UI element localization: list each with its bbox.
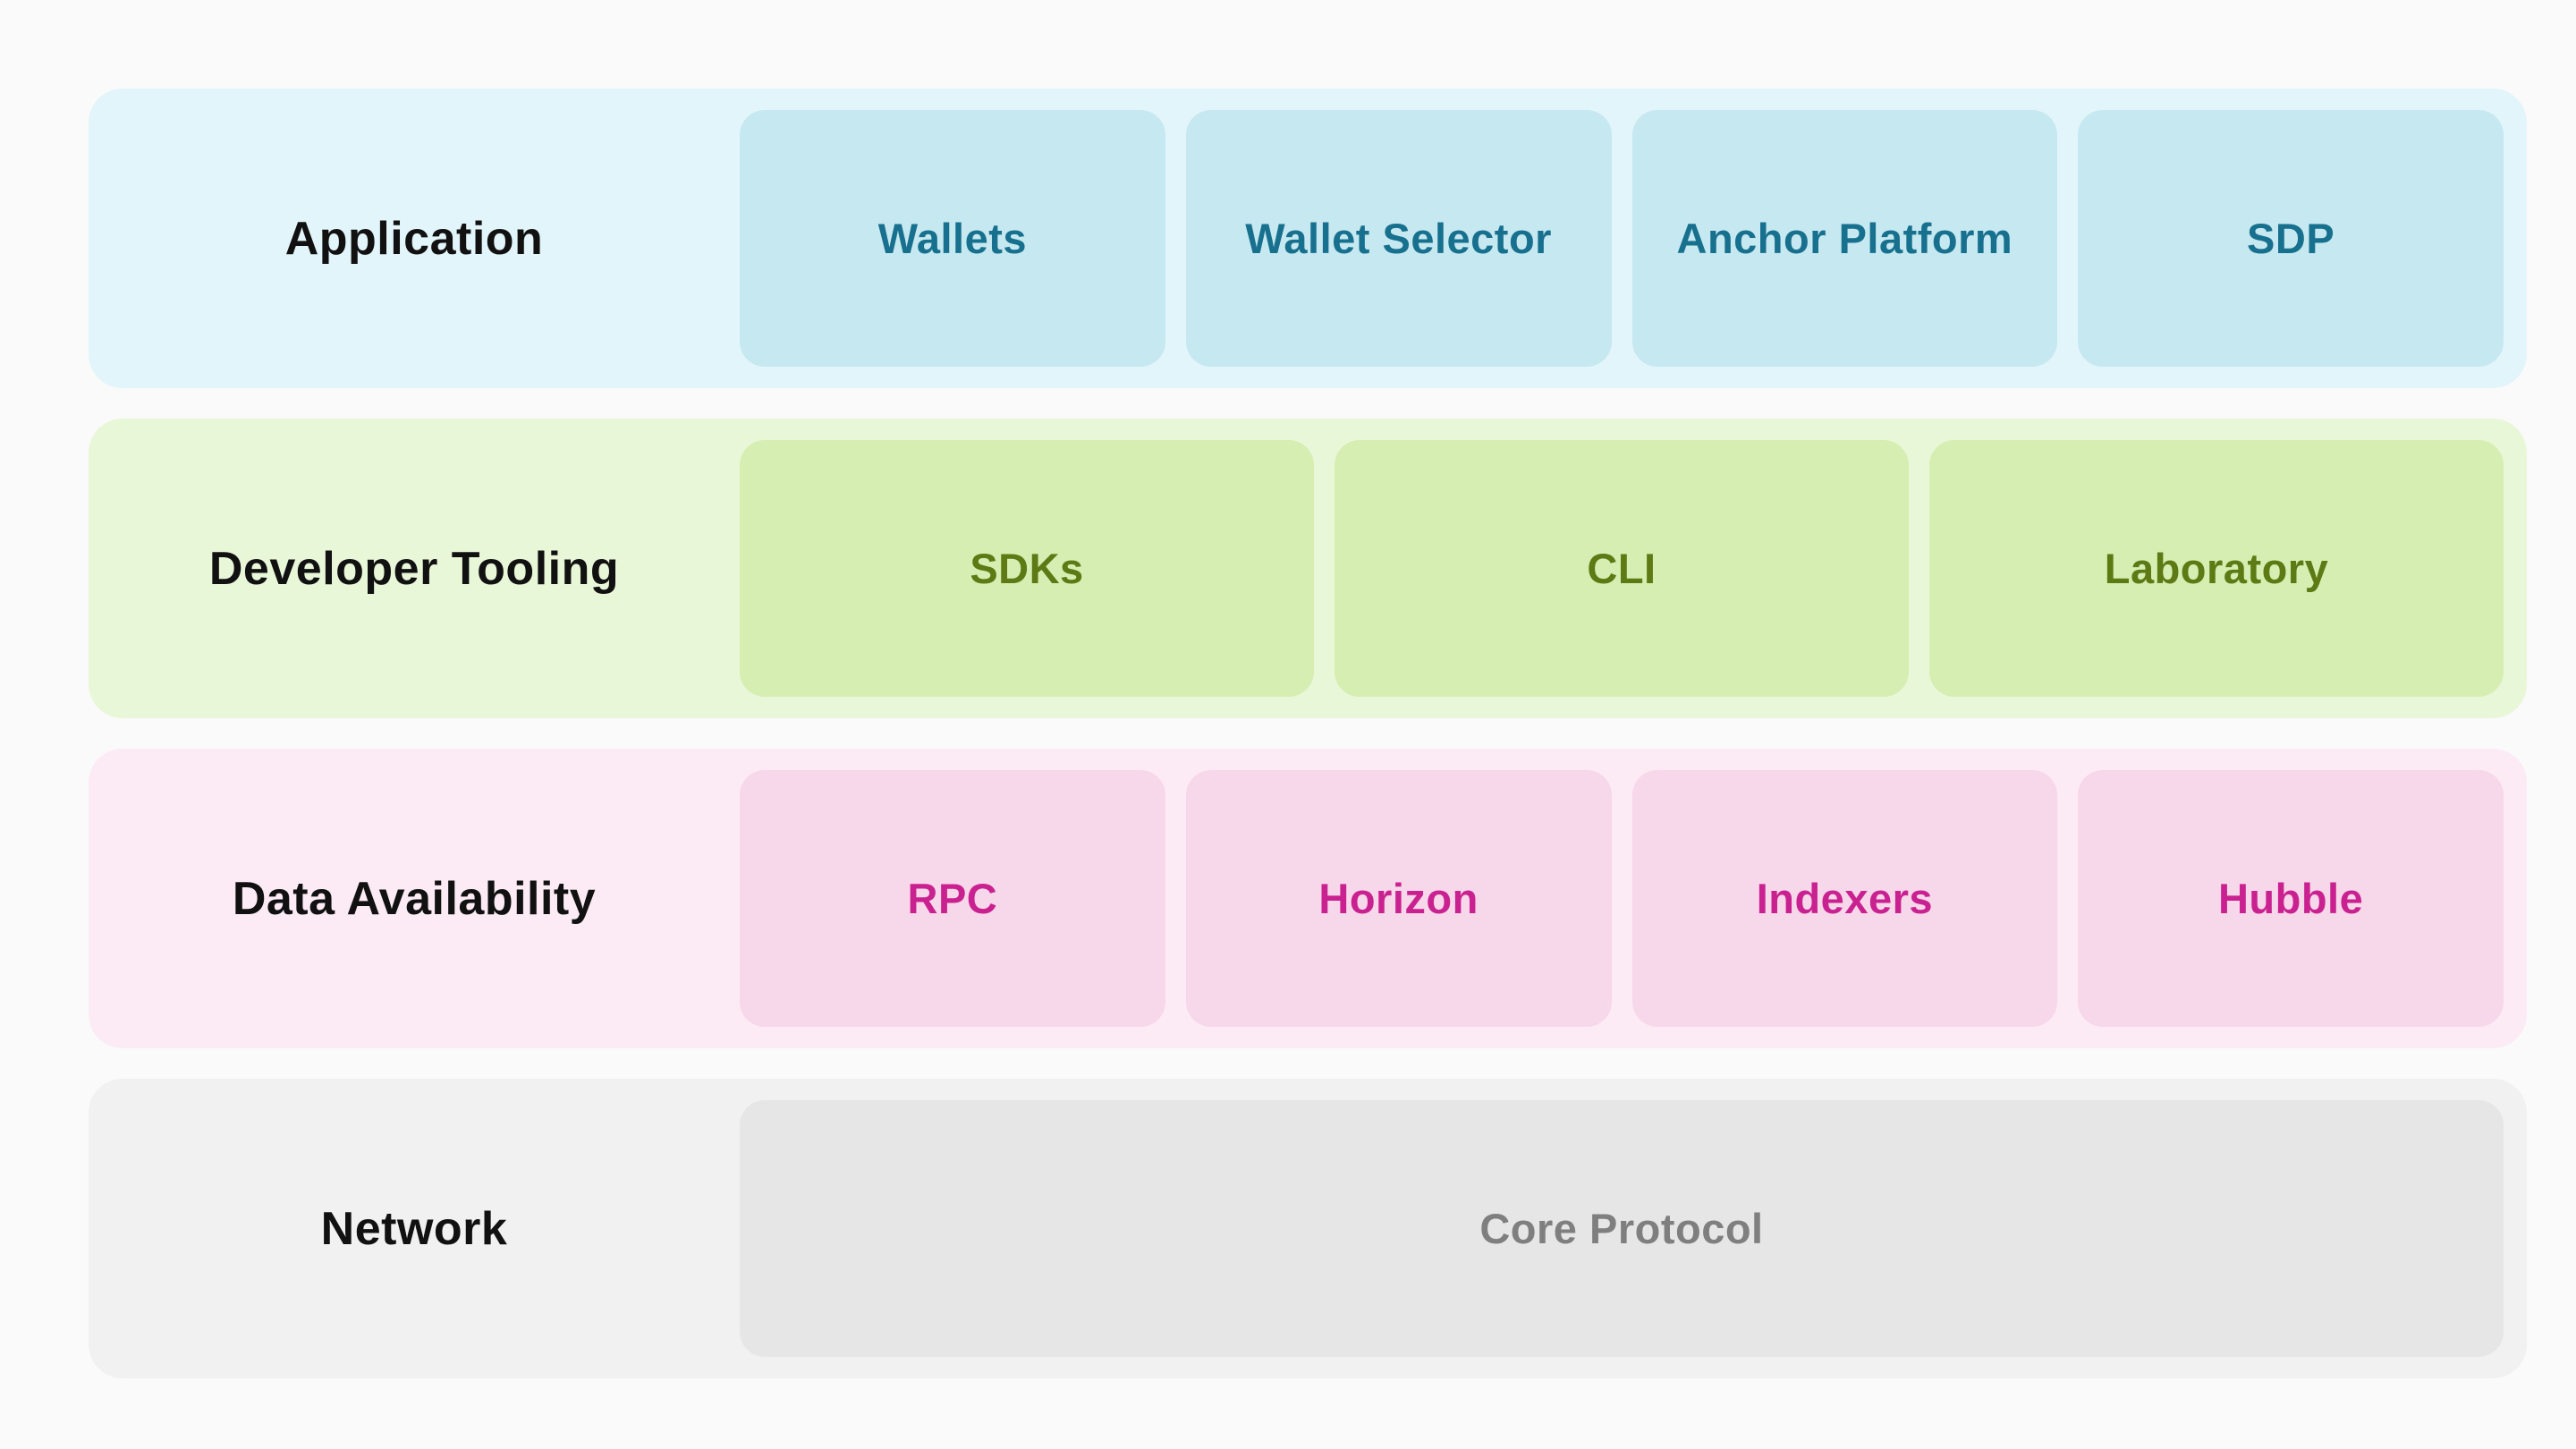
layer-label-developer-tooling: Developer Tooling — [208, 542, 620, 595]
component-box-indexers: Indexers — [1631, 770, 2058, 1027]
layer-label-application: Application — [284, 212, 544, 265]
component-box-sdks: SDKs — [740, 440, 1314, 697]
component-box-anchor-platform: Anchor Platform — [1631, 110, 2058, 367]
component-box-cli: CLI — [1335, 440, 1909, 697]
layer-boxes-network: Core Protocol — [740, 1100, 2504, 1357]
component-box-sdp: SDP — [2078, 110, 2504, 367]
component-box-wallets: Wallets — [740, 110, 1165, 367]
component-box-core-protocol: Core Protocol — [740, 1100, 2504, 1357]
component-box-laboratory: Laboratory — [1929, 440, 2504, 697]
layer-row-network: Network Core Protocol — [89, 1079, 2527, 1378]
layer-label-network: Network — [320, 1202, 508, 1255]
component-box-hubble: Hubble — [2078, 770, 2504, 1027]
component-box-wallet-selector: Wallet Selector — [1185, 110, 1612, 367]
component-box-horizon: Horizon — [1185, 770, 1612, 1027]
component-box-rpc: RPC — [740, 770, 1165, 1027]
layer-label-data-availability: Data Availability — [232, 872, 597, 925]
